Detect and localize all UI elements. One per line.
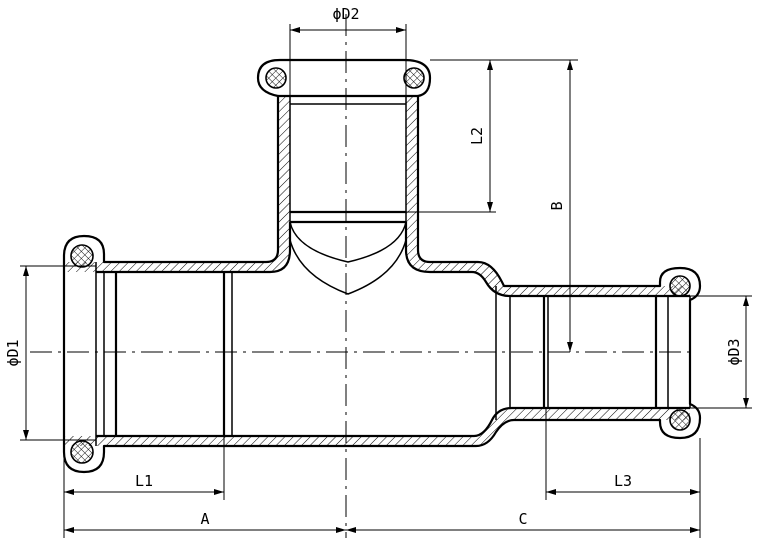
dimension-l3: L3 <box>545 408 701 500</box>
o-ring-left-bottom <box>70 440 94 464</box>
label-l3: L3 <box>614 472 632 490</box>
dimensions: ϕD2 L2 B ϕD1 ϕD3 <box>4 5 752 538</box>
dimension-d2: ϕD2 <box>289 5 407 96</box>
branch-right-wall <box>406 96 418 222</box>
dimension-b: B <box>496 59 578 352</box>
run-top-wall-right <box>406 222 660 296</box>
label-d3: ϕD3 <box>725 338 743 365</box>
label-d1: ϕD1 <box>4 339 22 366</box>
dimension-d1: ϕD1 <box>4 265 96 441</box>
label-l2: L2 <box>468 127 486 145</box>
o-rings <box>70 67 691 464</box>
dimension-l2: L2 <box>406 59 496 213</box>
o-ring-right-top <box>669 275 691 297</box>
run-top-wall <box>96 222 290 272</box>
run-bottom-wall <box>96 408 660 446</box>
label-a: A <box>200 510 209 528</box>
o-ring-top-left <box>265 67 287 89</box>
dimension-a: A <box>63 500 346 538</box>
o-ring-top-right <box>403 67 425 89</box>
label-l1: L1 <box>135 472 153 490</box>
label-d2: ϕD2 <box>332 5 359 23</box>
fitting-outline <box>62 58 702 474</box>
label-b: B <box>548 201 566 210</box>
dimension-l1: L1 <box>63 436 225 500</box>
dimension-d3: ϕD3 <box>690 295 752 409</box>
o-ring-left-top <box>70 244 94 268</box>
branch-left-wall <box>278 96 290 222</box>
center-lines <box>30 14 690 538</box>
label-c: C <box>518 510 527 528</box>
dimension-c: C <box>346 500 701 538</box>
o-ring-right-bottom <box>669 409 691 431</box>
